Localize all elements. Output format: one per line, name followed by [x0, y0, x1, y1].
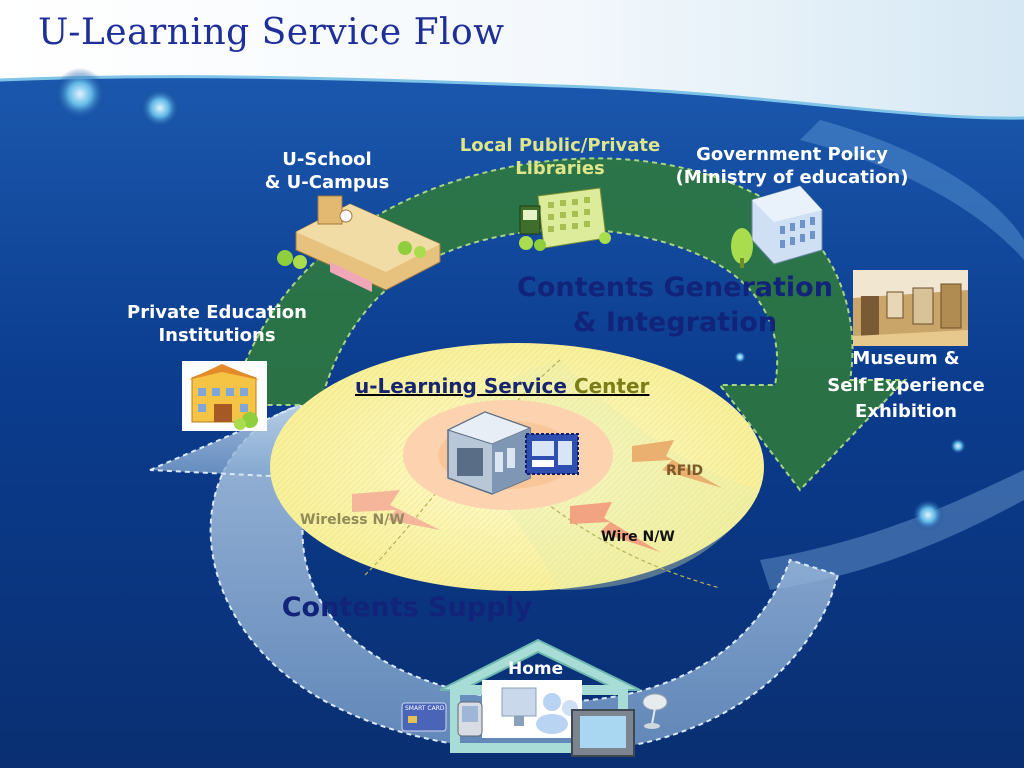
smart-card-icon — [401, 702, 447, 732]
generation-line-1: Contents Generation — [517, 272, 833, 303]
orb — [54, 68, 106, 120]
orb — [950, 438, 966, 454]
wave-edge — [0, 75, 1024, 120]
rfid-label: RFID — [666, 463, 704, 479]
orb — [140, 88, 180, 128]
government-line-2: (Ministry of education) — [675, 167, 909, 189]
rfid-bolt-icon — [632, 440, 722, 488]
wireless-bolt-icon — [352, 490, 440, 530]
libraries-label: Local Public/Private Libraries — [440, 134, 680, 181]
smart-card-text: SMART CARD — [405, 705, 445, 712]
contents-supply-heading: Contents Supply — [281, 592, 533, 623]
wire-bolt-icon — [570, 502, 660, 552]
wire-network-label: Wire N/W — [601, 529, 675, 545]
slide-title: U-Learning Service Flow — [38, 12, 505, 53]
service-center-title-part2: Center — [573, 374, 650, 398]
government-building-icon — [731, 185, 823, 268]
government-line-1: Government Policy — [696, 144, 888, 165]
top-wave — [0, 0, 1024, 119]
tv-icon — [571, 709, 635, 757]
service-center-title: u-Learning Service Center — [355, 374, 649, 398]
orb — [734, 351, 746, 363]
private-education-line-1: Private Education — [127, 302, 307, 323]
libraries-line-2: Libraries — [515, 158, 605, 180]
government-label: Government Policy (Ministry of education… — [660, 143, 924, 190]
server-center-icon — [446, 411, 579, 495]
museum-label: Museum & Self Experience Exhibition — [816, 346, 996, 426]
orb — [912, 499, 944, 531]
pda-icon — [457, 701, 483, 737]
private-education-line-2: Institutions — [158, 325, 276, 347]
u-school-line-2: & U-Campus — [264, 172, 390, 194]
satellite-dish-icon — [642, 693, 668, 729]
contents-generation-heading: Contents Generation & Integration — [500, 270, 850, 340]
museum-line-3: Exhibition — [855, 401, 957, 423]
u-school-label: U-School & U-Campus — [262, 148, 392, 195]
service-center-title-part1: u-Learning Service — [355, 374, 574, 398]
library-building-icon — [519, 187, 611, 251]
private-education-label: Private Education Institutions — [112, 301, 322, 348]
wireless-network-label: Wireless N/W — [300, 512, 405, 528]
museum-photo — [853, 270, 968, 346]
private-school-icon — [182, 361, 267, 431]
home-label: Home — [508, 659, 564, 679]
museum-line-1: Museum & — [852, 348, 960, 369]
school-building-icon — [277, 195, 441, 292]
libraries-line-1: Local Public/Private — [459, 135, 661, 156]
light-streak-2 — [760, 470, 1024, 590]
light-streak — [800, 120, 1024, 260]
museum-line-2: Self Experience — [827, 374, 985, 396]
generation-line-2: & Integration — [572, 307, 778, 339]
contents-supply-arrow — [209, 393, 840, 753]
u-school-line-1: U-School — [282, 149, 372, 170]
